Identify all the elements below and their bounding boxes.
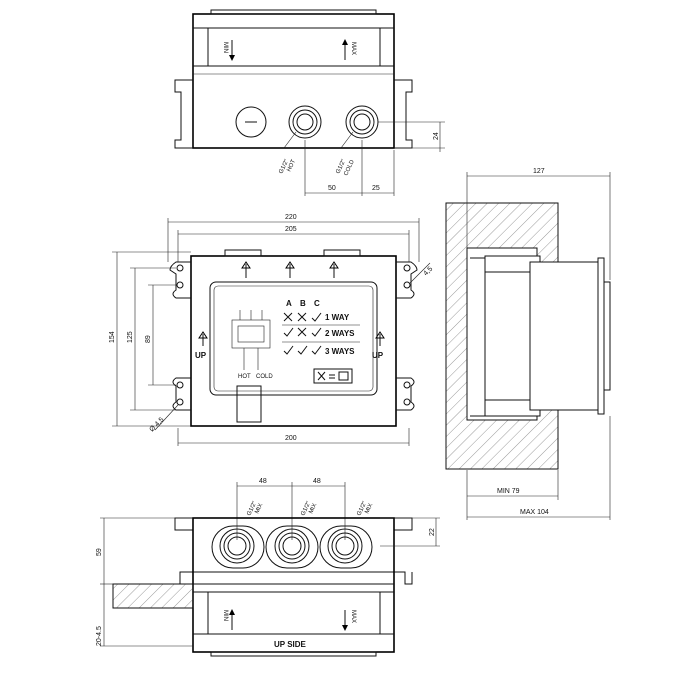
col-a: A xyxy=(286,299,292,308)
col-b: B xyxy=(300,299,306,308)
side-dim-min: MIN 79 xyxy=(497,488,520,495)
top-view-cap xyxy=(210,9,377,15)
hot-port xyxy=(288,105,322,139)
max-arrow-icon xyxy=(342,39,348,60)
bottom-dim-offset: 20-4.5 xyxy=(96,626,103,646)
bottom-port-name-2: MIX xyxy=(308,503,318,515)
front-dim-154: 154 xyxy=(109,331,116,343)
top-left-tab xyxy=(174,79,193,149)
col-c: C xyxy=(314,299,320,308)
front-brackets xyxy=(169,261,418,411)
side-dim-max: MAX 104 xyxy=(520,509,549,516)
way-1: 1 WAY xyxy=(325,313,350,322)
valve-schematic xyxy=(231,310,271,370)
front-inner-plate xyxy=(209,281,378,396)
way-3: 3 WAYS xyxy=(325,347,355,356)
bottom-dim-48-b: 48 xyxy=(313,478,321,485)
up-arrow-icon xyxy=(198,261,385,346)
mix-port-1 xyxy=(211,525,265,569)
legend-box xyxy=(313,368,353,384)
front-dim-125: 125 xyxy=(127,331,134,343)
top-dim-height: 24 xyxy=(433,132,440,140)
up-label-right: UP xyxy=(372,351,384,360)
side-dim-127: 127 xyxy=(533,168,545,175)
bottom-port-size-3: G1/2" xyxy=(356,501,368,517)
bottom-max-label: MAX xyxy=(350,610,356,623)
front-dim-205: 205 xyxy=(285,226,297,233)
side-view: 127 MIN 79 MAX 104 xyxy=(445,168,611,520)
bottom-port-size-2: G1/2" xyxy=(300,501,312,517)
front-hole-top: 4,5 xyxy=(422,266,434,278)
front-dim-200: 200 xyxy=(285,435,297,442)
top-max-label: MAX xyxy=(350,42,356,55)
front-outlet xyxy=(236,385,262,423)
bottom-wall-hatch xyxy=(112,583,194,609)
bottom-max-arrow-icon xyxy=(342,610,348,631)
front-dim-220: 220 xyxy=(285,214,297,221)
up-label-left: UP xyxy=(195,351,207,360)
top-dim-25: 25 xyxy=(372,185,380,192)
hot-label: HOT xyxy=(238,374,251,380)
min-arrow-icon xyxy=(229,40,235,61)
mix-port-2 xyxy=(265,525,319,569)
bottom-dim-48-a: 48 xyxy=(259,478,267,485)
top-dim-50: 50 xyxy=(328,185,336,192)
front-view: 220 205 4,5 Ø 4,5 xyxy=(109,214,434,446)
front-dim-89: 89 xyxy=(145,335,152,343)
bottom-port-name-1: MIX xyxy=(254,503,264,515)
bottom-dim-22: 22 xyxy=(429,528,436,536)
top-min-label: MIN xyxy=(222,42,228,53)
cold-port xyxy=(345,105,379,139)
side-body xyxy=(529,261,599,411)
plug-cap xyxy=(235,106,267,138)
mix-port-3 xyxy=(319,525,373,569)
up-side-label: UP SIDE xyxy=(274,640,307,649)
bottom-dim-59: 59 xyxy=(96,548,103,556)
way-2: 2 WAYS xyxy=(325,329,355,338)
cold-label: COLD xyxy=(256,374,273,380)
hot-port-name: HOT xyxy=(286,159,297,173)
front-body xyxy=(190,255,397,427)
bottom-min-arrow-icon xyxy=(229,609,235,630)
top-view: MIN MAX G1/2" HOT G1/2" COLD 24 xyxy=(174,9,445,196)
bottom-body xyxy=(192,517,395,653)
bottom-port-size-1: G1/2" xyxy=(246,501,258,517)
top-view-body xyxy=(192,13,395,149)
bottom-min-label: MIN xyxy=(222,610,228,621)
top-right-tab xyxy=(394,79,413,149)
bottom-port-name-3: MIX xyxy=(364,503,374,515)
way-symbols xyxy=(283,312,322,355)
bottom-cap xyxy=(210,651,377,657)
hot-port-size: G1/2" xyxy=(278,159,290,175)
front-hole-bottom: Ø 4,5 xyxy=(148,416,165,433)
cold-port-size: G1/2" xyxy=(335,159,347,175)
bottom-view: 48 48 G1/2" MIX G1/2" MIX G1/2" MIX xyxy=(96,478,440,657)
